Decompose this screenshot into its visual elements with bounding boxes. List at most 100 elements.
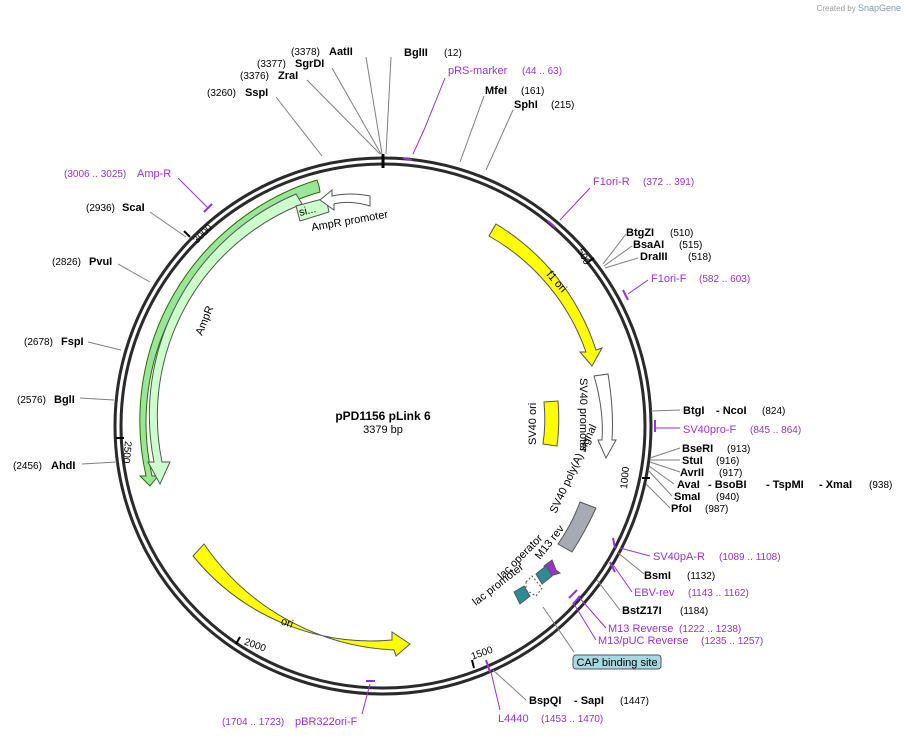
ampr-arrow xyxy=(147,193,303,486)
mfei-name: MfeI xyxy=(485,85,507,97)
aatii-name: AatII xyxy=(329,46,353,58)
plasmid-size: 3379 bp xyxy=(363,424,403,436)
m13rev-pos: (1222 .. 1238) xyxy=(679,624,741,635)
prsmarker-name: pRS-marker xyxy=(448,65,508,77)
zrai-pos: (3376) xyxy=(240,71,269,82)
btgzi-name: BtgZI xyxy=(626,227,654,239)
bsmi-pos: (1132) xyxy=(687,571,715,582)
feature-m13-rev: M13 rev xyxy=(533,523,567,577)
sspi-name: SspI xyxy=(245,87,268,99)
smai-name: SmaI xyxy=(674,491,700,503)
bsaai-pos: (515) xyxy=(679,240,702,251)
sv40par-pos: (1089 .. 1108) xyxy=(719,552,781,563)
feature-signal: si... xyxy=(295,197,330,222)
sv40-polya-box xyxy=(557,501,597,553)
avrii-leader xyxy=(649,461,681,473)
f1orif-name: F1ori-F xyxy=(651,273,687,285)
bspqi-leader xyxy=(492,669,527,701)
fspi-leader xyxy=(87,341,122,351)
scai-leader xyxy=(149,211,187,238)
ampr-primer-leader xyxy=(177,177,209,209)
ebvrev-marker xyxy=(609,561,616,573)
ampr-label: AmpR xyxy=(194,304,217,337)
tick-label-1000: 1000 xyxy=(619,466,632,490)
m13puc-name: M13/pUC Reverse xyxy=(598,635,688,647)
bsmi-name: BsmI xyxy=(644,570,671,582)
sapi-name: - SapI xyxy=(574,695,604,707)
cap-site-box xyxy=(513,585,531,605)
pbr322-pos: (1704 .. 1723) xyxy=(222,717,284,728)
cap-site-leader xyxy=(542,606,575,653)
bsmi-leader xyxy=(616,551,645,575)
pbr322-name: pBR322ori-F xyxy=(295,716,358,728)
primer-markers xyxy=(177,77,680,715)
f1orir-pos: (372 .. 391) xyxy=(643,177,694,188)
bstz17i-leader xyxy=(596,579,621,611)
f1orir-marker xyxy=(547,220,556,228)
tick-2000 xyxy=(235,636,241,645)
enzyme-labels: (3378) AatII (3377) SgrDI (3376) ZraI (3… xyxy=(13,46,892,707)
bstz17i-pos: (1184) xyxy=(680,606,708,617)
sphi-leader xyxy=(485,109,514,171)
m13puc-leader xyxy=(573,603,597,641)
tick-3000 xyxy=(183,230,191,238)
btgzi-leader xyxy=(602,233,627,265)
f1-ori-arrow xyxy=(488,223,604,367)
bglii-pos: (12) xyxy=(444,48,462,59)
sv40par-marker xyxy=(612,537,616,549)
bgli-pos: (2576) xyxy=(17,395,46,406)
xmai-pos: (938) xyxy=(869,480,892,491)
l4440-leader xyxy=(490,671,501,711)
ebvrev-name: EBV-rev xyxy=(634,587,675,599)
avrii-pos: (917) xyxy=(719,468,742,479)
smai-leader xyxy=(647,469,673,497)
smai-pos: (940) xyxy=(716,492,739,503)
pvui-leader xyxy=(117,263,151,283)
aatii-leader xyxy=(365,56,383,155)
tick-label-2000: 2000 xyxy=(243,637,268,655)
avai-leader xyxy=(648,465,675,485)
avai-name: AvaI xyxy=(677,479,700,491)
sv40-ori-box xyxy=(542,400,560,447)
feature-sv40-promoter: SV40 promoter xyxy=(577,373,617,460)
bseri-pos: (913) xyxy=(727,444,750,455)
sspi-leader xyxy=(275,96,323,157)
bgli-leader xyxy=(79,397,115,401)
m13puc-marker xyxy=(572,595,581,605)
btgzi-pos: (510) xyxy=(670,228,693,239)
signal-label: si... xyxy=(298,203,318,219)
tick-label-3000: 3000 xyxy=(191,222,215,246)
ncoi-name: - NcoI xyxy=(716,405,747,417)
ori-label: ori xyxy=(279,616,294,631)
snapgene-logo: SnapGene xyxy=(857,3,901,13)
draiii-pos: (518) xyxy=(688,252,711,263)
lac-promoter-label: lac promoter xyxy=(470,561,526,608)
btgi-leader xyxy=(650,409,681,412)
plasmid-name: pPD1156 pLink 6 xyxy=(335,409,431,423)
f1orif-pos: (582 .. 603) xyxy=(699,274,750,285)
l4440-pos: (1453 .. 1470) xyxy=(541,714,603,725)
sv40prof-pos: (845 .. 864) xyxy=(750,425,801,436)
stui-pos: (916) xyxy=(716,456,739,467)
ahdi-pos: (2456) xyxy=(13,461,42,472)
avrii-name: AvrII xyxy=(680,467,704,479)
bstz17i-name: BstZ17I xyxy=(622,605,662,617)
ebvrev-leader xyxy=(613,565,633,593)
sv40-promoter-label: SV40 promoter xyxy=(577,378,589,452)
mfei-pos: (161) xyxy=(521,86,544,97)
ampr-primer-pos: (3006 .. 3025) xyxy=(64,169,126,180)
prsmarker-pos: (44 .. 63) xyxy=(522,66,562,77)
credit-text: Created by xyxy=(816,4,856,13)
ncoi-pos: (824) xyxy=(762,406,785,417)
sspi-pos: (3260) xyxy=(207,88,236,99)
sv40-promoter-arrow xyxy=(593,373,617,460)
prsmarker-leader xyxy=(412,77,446,155)
ebvrev-pos: (1143 .. 1162) xyxy=(688,588,749,599)
feature-f1-ori: f1 ori xyxy=(488,223,604,367)
fspi-name: FspI xyxy=(61,336,84,348)
sapi-pos: (1447) xyxy=(620,696,649,707)
l4440-marker xyxy=(485,659,491,673)
bsaai-name: BsaAI xyxy=(633,239,664,251)
bglii-leader xyxy=(385,56,392,155)
tick-1500 xyxy=(471,659,475,669)
